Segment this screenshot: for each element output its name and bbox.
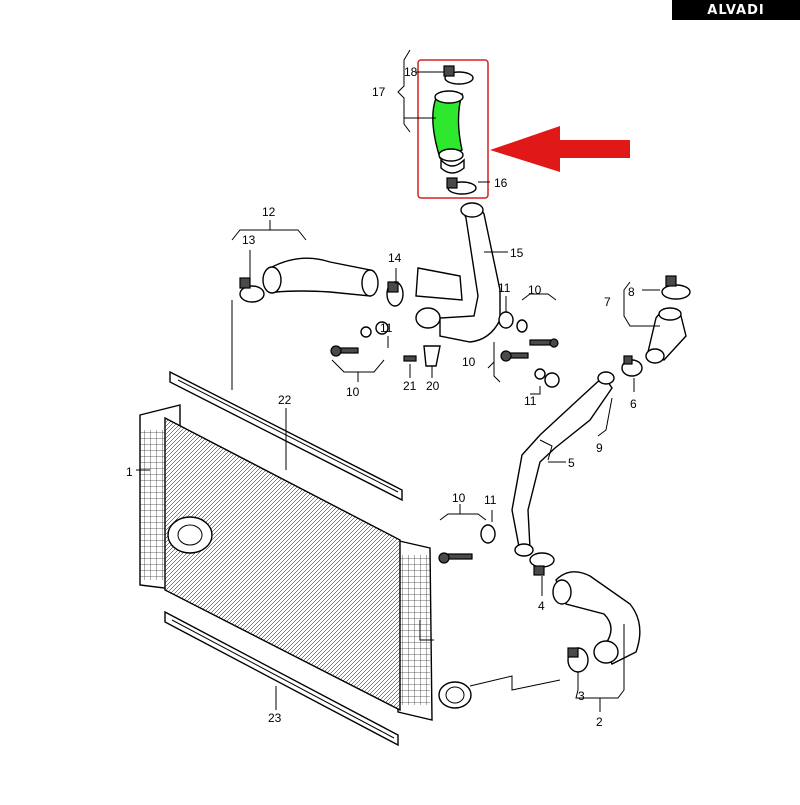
highlight-frame [417,59,489,199]
callout-13: 13 [242,233,256,247]
callout-15: 15 [510,246,524,260]
charge-air-pipe-5 [511,371,615,557]
hose-clamp-top [443,65,474,85]
charge-air-hose-7 [645,307,687,364]
callout-16: 16 [494,176,508,190]
callout-7: 7 [604,295,611,309]
callout-11-center: 11 [498,281,511,295]
bushing-11-lower [480,524,496,544]
callout-5: 5 [568,456,575,470]
hose-clamp-3 [567,647,589,673]
callout-11-right: 11 [524,394,537,408]
bolt-10-lower [438,552,473,564]
callout-10-lower: 10 [452,491,466,505]
bushing-11-center [498,311,528,333]
hose-clamp-6 [621,355,643,377]
callout-4: 4 [538,599,545,613]
callout-21: 21 [403,379,417,393]
callout-17: 17 [372,85,386,99]
callout-2: 2 [596,715,603,729]
callout-10-left: 10 [346,385,360,399]
callout-12: 12 [262,205,276,219]
hose-clamp-13 [239,277,265,303]
bolt-10-right [500,350,529,362]
charge-air-hose-2 [552,571,641,665]
bracket-20 [423,345,441,367]
callout-labels: 1 2 3 4 5 6 7 8 9 10 10 10 10 11 11 11 1… [126,65,637,729]
callout-11-left: 11 [380,321,393,335]
callout-20: 20 [426,379,440,393]
bolt-10-center [529,338,559,348]
callout-9: 9 [596,441,603,455]
callout-23: 23 [268,711,282,725]
callout-3: 3 [578,689,585,703]
intercooler-inlet [167,516,213,554]
bolt-21 [403,355,417,362]
callout-14: 14 [388,251,402,265]
hose-clamp-8 [661,275,691,300]
callout-10-center: 10 [528,283,542,297]
bolt-10-left [330,345,359,357]
hose-clamp-4 [529,552,555,576]
callout-18: 18 [404,65,418,79]
highlight-arrow [490,126,630,172]
intercooler-outlet [438,681,472,709]
hose-clamp-14 [386,281,404,307]
brand-logo: ALVADI [672,0,800,20]
callout-22: 22 [278,393,292,407]
callout-6: 6 [630,397,637,411]
callout-1: 1 [126,465,133,479]
charge-air-pipe-15 [415,202,501,343]
leader-lines [136,49,660,712]
bushing-11-left [360,321,389,338]
charge-air-hose-highlighted [432,90,465,174]
hose-clamp-bottom [446,177,477,195]
callout-8: 8 [628,285,635,299]
callout-10-right: 10 [462,355,476,369]
lower-air-guide-rail [164,610,399,747]
bushing-11-right [534,368,560,388]
charge-air-hose-12 [262,257,379,297]
intercooler [139,404,472,721]
callout-11-lower: 11 [484,493,497,507]
